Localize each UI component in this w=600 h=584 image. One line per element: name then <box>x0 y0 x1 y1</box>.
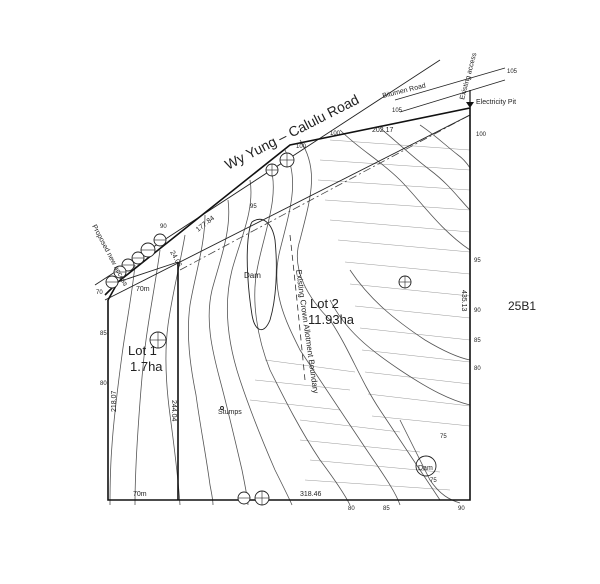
svg-text:85: 85 <box>100 331 107 337</box>
neighbour-id: 25B1 <box>508 299 536 313</box>
lot2-name: Lot 2 <box>310 296 339 311</box>
svg-text:85: 85 <box>474 338 481 344</box>
crown-allotment-boundary-line <box>289 234 306 381</box>
dim-road-frontage-a: 202.17 <box>372 127 394 134</box>
dim-south-a: 70m <box>133 491 147 498</box>
dim-south-b: 318.46 <box>300 491 322 498</box>
svg-text:75: 75 <box>440 434 447 440</box>
svg-text:105: 105 <box>392 108 403 114</box>
lot2-area: 11.93ha <box>308 312 355 327</box>
svg-text:70: 70 <box>96 290 103 296</box>
svg-text:80: 80 <box>348 506 355 512</box>
dim-splay: 24.06 <box>168 250 182 269</box>
crown-allotment-boundary-label: Existing Crown Allotment Boundary <box>294 269 320 394</box>
dam-label: Dam <box>244 271 261 280</box>
small-dam <box>415 455 437 477</box>
dim-internal: 244.04 <box>170 400 177 422</box>
svg-text:85: 85 <box>383 506 390 512</box>
svg-text:105: 105 <box>507 69 518 75</box>
svg-text:100: 100 <box>476 132 487 138</box>
stumps-label: Stumps <box>218 409 242 416</box>
lot1-name: Lot 1 <box>128 343 157 358</box>
lot1-area: 1.7ha <box>130 359 163 374</box>
road <box>94 59 506 301</box>
svg-text:95: 95 <box>474 258 481 264</box>
svg-text:80: 80 <box>100 381 107 387</box>
svg-text:90: 90 <box>474 308 481 314</box>
existing-access-label: Existing access <box>459 52 478 101</box>
svg-text:90: 90 <box>160 224 167 230</box>
trees <box>105 152 412 506</box>
dim-lot1-front: 70m <box>136 286 150 293</box>
dim-east-side: 435.13 <box>460 290 467 312</box>
easement-line <box>179 114 471 271</box>
electricity-pit-arrow-icon <box>466 102 474 108</box>
svg-text:100: 100 <box>330 131 341 137</box>
slope-hatching <box>249 139 471 491</box>
svg-text:75: 75 <box>430 478 437 484</box>
contours <box>109 124 471 506</box>
contour-labels: 105 105 100 100 100 95 95 90 90 85 85 80… <box>96 69 518 512</box>
dim-lot1-west: 218.07 <box>111 390 118 412</box>
svg-text:95: 95 <box>250 204 257 210</box>
small-dam-label: Dam <box>418 465 433 472</box>
svg-text:80: 80 <box>474 366 481 372</box>
dam-outline <box>246 218 277 330</box>
svg-text:90: 90 <box>458 506 465 512</box>
electricity-pit-label: Electricity Pit <box>476 99 516 106</box>
svg-text:100: 100 <box>296 144 307 150</box>
